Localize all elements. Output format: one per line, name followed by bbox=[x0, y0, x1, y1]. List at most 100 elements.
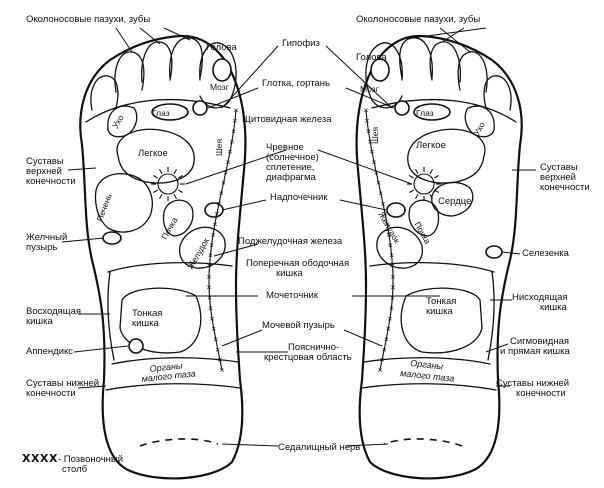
left-kidney-zone bbox=[162, 199, 194, 237]
left-spine-line-x-mark: × bbox=[219, 188, 224, 198]
left-toe-2 bbox=[114, 51, 145, 93]
label-lung-right: Легкое bbox=[416, 140, 446, 151]
label-gallbladder-2: пузырь bbox=[26, 242, 57, 253]
label-upper-joints-left-1: Суставы bbox=[26, 156, 64, 167]
label-spleen: Селезенка bbox=[522, 248, 570, 259]
right-spine-line-x-mark: × bbox=[391, 271, 396, 281]
label-head-right: Голова bbox=[356, 52, 387, 63]
label-upper-joints-right-3: конечности bbox=[540, 182, 590, 193]
left-spine-line bbox=[208, 109, 237, 371]
left-spine-line-x-mark: × bbox=[231, 126, 236, 136]
legend-spine-symbol: XXXX bbox=[22, 452, 58, 465]
label-appendix: Аппендикс bbox=[26, 346, 73, 357]
left-spine-line-x-mark: × bbox=[229, 136, 234, 146]
left-pelvic-band bbox=[111, 357, 239, 365]
left-spine-line-x-mark: × bbox=[207, 282, 212, 292]
right-spine-line-x-mark: × bbox=[386, 324, 391, 334]
right-pituitary bbox=[394, 100, 410, 116]
label-upper-joints-left-3: конечности bbox=[26, 176, 76, 187]
right-spine-line-x-mark: × bbox=[378, 365, 383, 375]
left-liver-zone bbox=[94, 173, 153, 233]
left-toe-4 bbox=[169, 37, 203, 79]
label-head-left: Голова bbox=[206, 42, 237, 53]
label-throat: Глотка, гортань bbox=[262, 78, 330, 89]
left-appendix-zone bbox=[128, 338, 144, 354]
left-spine-line-x-mark: × bbox=[209, 313, 214, 323]
left-spine-line-x-mark: × bbox=[212, 219, 217, 229]
right-heart-zone bbox=[431, 181, 474, 217]
right-stomach-zone bbox=[376, 226, 424, 269]
label-brain-right: Мозг bbox=[360, 84, 379, 94]
right-foot bbox=[355, 34, 523, 480]
label-solar-plexus-2: (солнечное) bbox=[266, 152, 319, 163]
label-ascending-colon-1: Восходящая bbox=[26, 306, 81, 317]
right-ear-zone bbox=[464, 105, 495, 138]
label-eye-right: Глаз bbox=[416, 108, 434, 118]
label-upper-joints-right-2: верхней bbox=[540, 172, 576, 183]
left-foot-outline bbox=[79, 34, 247, 480]
label-sigmoid-1: Сигмовидная bbox=[510, 336, 569, 347]
left-eye-zone bbox=[151, 103, 189, 121]
right-spine-line-x-mark: × bbox=[384, 334, 389, 344]
left-spine-line-x-mark: × bbox=[213, 334, 218, 344]
left-spine-line-x-mark: × bbox=[223, 167, 228, 177]
label-ureter: Мочеточник bbox=[266, 290, 319, 301]
left-gallbladder-zone bbox=[102, 231, 122, 245]
leader-lines bbox=[61, 27, 536, 447]
left-spine-line-x-mark: × bbox=[211, 229, 216, 239]
right-solar-plexus-symbol bbox=[407, 167, 441, 201]
label-upper-joints-right-1: Суставы bbox=[540, 162, 578, 173]
right-foot-outline bbox=[355, 34, 523, 480]
legend-spine-text-1: - Позвоночный bbox=[58, 454, 123, 465]
label-transverse-colon-2: кишка bbox=[276, 268, 303, 279]
right-spine-line-x-mark: × bbox=[390, 261, 395, 271]
label-bladder: Мочевой пузырь bbox=[262, 320, 335, 331]
label-brain-left: Мозг bbox=[210, 82, 229, 92]
right-kidney-zone bbox=[408, 199, 440, 237]
label-sigmoid-2: и прямая кишка bbox=[500, 346, 570, 357]
label-descending-colon-2: кишка bbox=[540, 302, 567, 313]
spine-x-markers: ××××××××××××××××××××××××××××××××××××××××… bbox=[207, 105, 396, 375]
right-spine-line-x-mark: × bbox=[388, 313, 393, 323]
right-spine-line-x-mark: × bbox=[385, 219, 390, 229]
right-toe-3 bbox=[429, 41, 461, 83]
right-head-zone bbox=[370, 58, 390, 82]
left-toe-1 bbox=[90, 75, 119, 111]
right-spine-line-x-mark: × bbox=[389, 303, 394, 313]
label-ascending-colon-2: кишка bbox=[26, 316, 53, 327]
label-transverse-colon-1: Поперечная ободочная bbox=[246, 258, 349, 269]
right-sciatic-arc bbox=[383, 438, 463, 447]
label-neck-left: Шея bbox=[214, 138, 224, 156]
label-kidney-right: Почка bbox=[412, 220, 433, 246]
right-spleen-zone bbox=[485, 245, 503, 259]
left-spine-line-x-mark: × bbox=[217, 198, 222, 208]
left-foot bbox=[79, 34, 247, 480]
label-small-intestine-left-1: Тонкая bbox=[132, 308, 162, 319]
left-spine-line-x-mark: × bbox=[220, 365, 225, 375]
left-spine-line-x-mark: × bbox=[207, 271, 212, 281]
left-spine-line-x-mark: × bbox=[225, 157, 230, 167]
left-spine-line-x-mark: × bbox=[234, 105, 239, 115]
label-lung-left: Легкое bbox=[138, 148, 168, 159]
right-spine-line-x-mark: × bbox=[374, 167, 379, 177]
right-pelvic-band-lower bbox=[361, 383, 497, 391]
label-ear-right: Ухо bbox=[471, 120, 487, 137]
left-spine-line-x-mark: × bbox=[217, 355, 222, 365]
right-big-toe bbox=[365, 42, 403, 109]
right-spine-line-x-mark: × bbox=[378, 188, 383, 198]
label-adrenal: Надпочечник bbox=[270, 192, 328, 203]
right-pelvic-band bbox=[363, 357, 491, 365]
left-spine-line-x-mark: × bbox=[207, 292, 212, 302]
labels: Околоносовые пазухи, зубы Околоносовые п… bbox=[22, 14, 590, 475]
label-lower-joints-left-1: Суставы нижней bbox=[26, 378, 99, 389]
label-pelvic-left-1: Органы bbox=[149, 361, 183, 374]
label-solar-plexus-1: Чревное bbox=[266, 142, 304, 153]
label-pituitary: Гипофиз bbox=[282, 38, 320, 49]
right-spine-line-x-mark: × bbox=[389, 250, 394, 260]
label-descending-colon-1: Нисходящая bbox=[512, 292, 568, 303]
right-spine-line-x-mark: × bbox=[365, 115, 370, 125]
label-heart: Сердце bbox=[438, 196, 471, 207]
label-lower-joints-left-2: конечности bbox=[26, 388, 76, 399]
left-stomach-zone bbox=[178, 226, 226, 269]
